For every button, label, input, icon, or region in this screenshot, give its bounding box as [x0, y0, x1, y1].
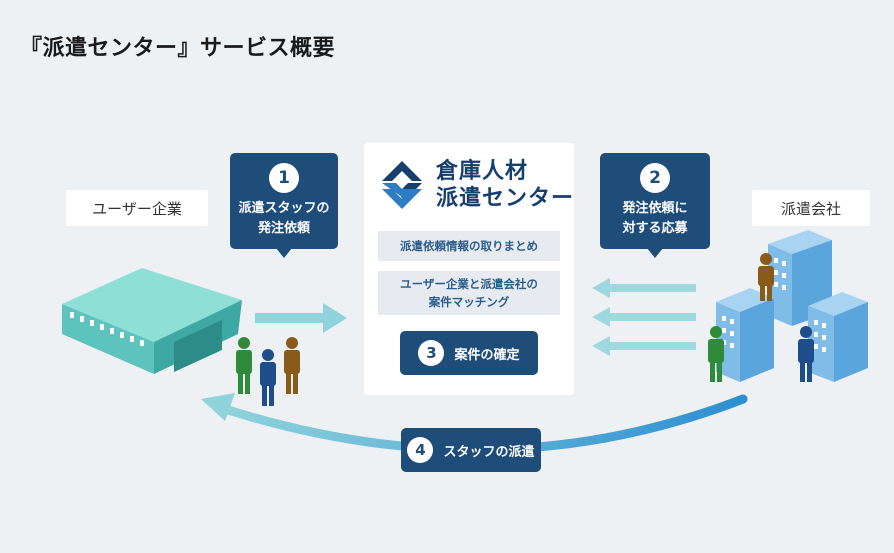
step1-number: 1: [269, 162, 299, 193]
dispatch-company-label: 派遣会社: [752, 190, 870, 226]
step1-line1: 派遣スタッフの: [238, 200, 330, 216]
step4-pill: 4 スタッフの派遣: [401, 428, 541, 472]
dispatch-person-navy-icon: [798, 326, 814, 382]
user-company-label: ユーザー企業: [66, 190, 208, 226]
dispatch-person-brown-icon: [758, 253, 774, 301]
dispatch-center-card: 倉庫人材 派遣センター 派遣依頼情報の取りまとめ ユーザー企業と派遣会社の 案件…: [364, 143, 574, 395]
person-brown-icon: [284, 337, 300, 394]
arrows-from-dispatch-icon: [592, 278, 696, 356]
step3-label: 案件の確定: [454, 347, 520, 363]
center-logo-line2: 派遣センター: [436, 186, 575, 211]
page-title: 『派遣センター』サービス概要: [20, 36, 336, 61]
function-box-aggregate: 派遣依頼情報の取りまとめ: [378, 231, 560, 261]
function-text-aggregate: 派遣依頼情報の取りまとめ: [400, 238, 538, 253]
step2-line1: 発注依頼に: [622, 200, 688, 216]
step4-label: スタッフの派遣: [443, 444, 535, 460]
function-text-matching-line1: ユーザー企業と派遣会社の: [400, 276, 538, 291]
function-box-matching: ユーザー企業と派遣会社の 案件マッチング: [378, 271, 560, 315]
person-navy-icon: [260, 349, 276, 406]
step2-line2: 対する応募: [622, 221, 688, 236]
person-green-icon: [236, 337, 252, 394]
user-company-label-text: ユーザー企業: [92, 199, 182, 218]
dispatch-person-green-icon: [708, 326, 724, 382]
center-logo-line1: 倉庫人材: [436, 159, 529, 184]
function-text-matching-line2: 案件マッチング: [428, 295, 510, 309]
warehouse-icon: [62, 268, 242, 374]
step1-bubble: 1 派遣スタッフの 発注依頼: [230, 153, 338, 249]
user-staff-group-icon: [236, 337, 300, 406]
step2-number: 2: [640, 162, 670, 193]
step1-line2: 発注依頼: [257, 221, 310, 236]
office-buildings-icon: [716, 230, 868, 382]
step3-number: 3: [418, 340, 445, 366]
arrow-to-center-icon: [255, 303, 347, 333]
building-right-icon: [808, 292, 868, 382]
center-logo-icon: [382, 161, 422, 209]
step4-number: 4: [407, 437, 434, 463]
step2-bubble: 2 発注依頼に 対する応募: [600, 153, 710, 249]
dispatch-company-label-text: 派遣会社: [780, 199, 841, 218]
step3-pill: 3 案件の確定: [400, 331, 538, 375]
building-left-icon: [716, 288, 774, 382]
